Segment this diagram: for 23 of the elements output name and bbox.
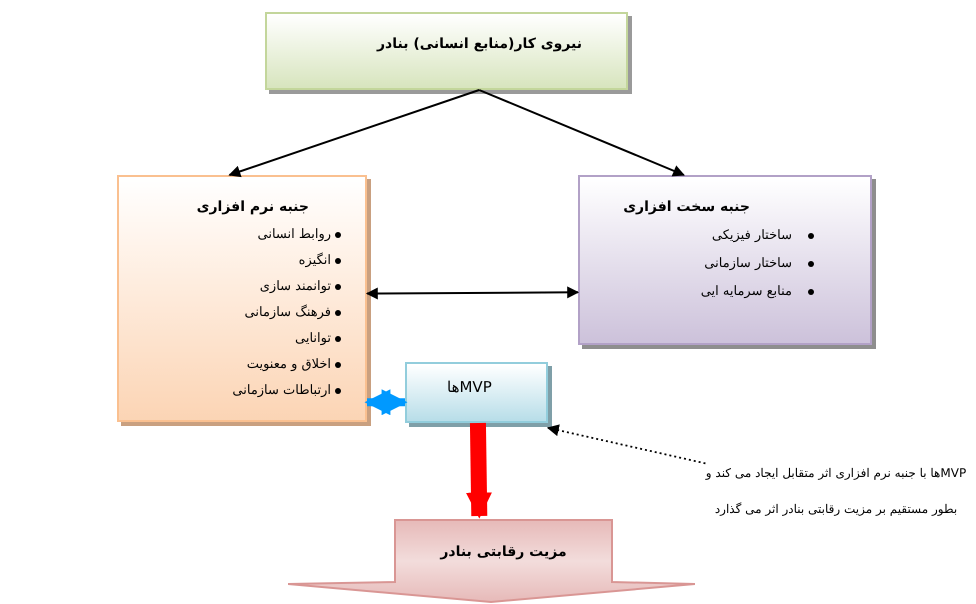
list-item: منابع سرمایه ایی — [700, 283, 792, 302]
annotation-text: MVPها با جنبه نرم افزاری اثر متقابل ایجاد می کند و بطور مستقیم بر مزیت رقابتی بنادر اثر می گذارد — [704, 465, 968, 518]
list-item: توانمند سازی — [260, 278, 331, 296]
arrow — [366, 286, 580, 300]
arrow — [546, 424, 706, 464]
list-item: فرهنگ سازمانی — [244, 304, 331, 322]
list-item: ارتباطات سازمانی — [232, 382, 331, 400]
box-heading: جنبه نرم افزاری — [196, 198, 310, 217]
list-item: اخلاق و معنویت — [246, 356, 331, 374]
list-item: انگیزه — [298, 252, 331, 270]
node-label: مزیت رقابتی بنادر — [438, 543, 568, 562]
list-item: توانایی — [295, 330, 331, 348]
list-item: روابط انسانی — [258, 226, 331, 244]
box-label: نیروی کار(منابع انسانی) بنادر — [377, 35, 582, 54]
arrow — [478, 89, 685, 176]
arrow — [466, 422, 492, 519]
list-item: ساختار فیزیکی — [712, 227, 792, 246]
list-item: ساختار سازمانی — [704, 255, 792, 274]
down-arrow-shape — [288, 516, 695, 604]
arrow — [364, 389, 408, 416]
box-label: MVPها — [447, 377, 492, 398]
box-heading: جنبه سخت افزاری — [622, 198, 751, 217]
arrow — [228, 89, 480, 178]
